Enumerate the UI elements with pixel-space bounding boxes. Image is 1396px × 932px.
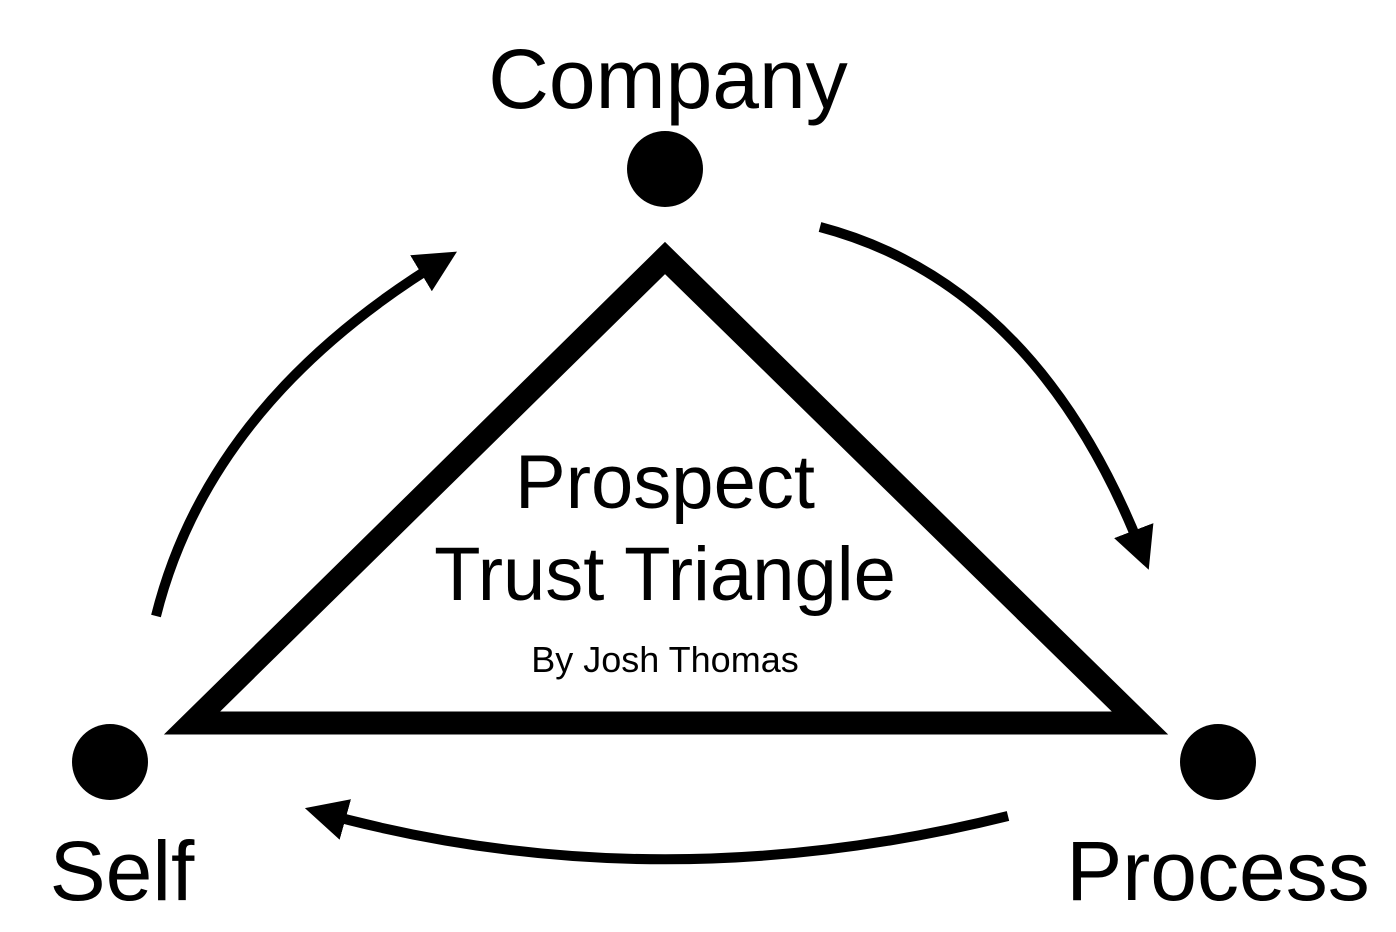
self-vertex-dot [72,724,148,800]
company-label: Company [488,32,848,126]
diagram-byline: By Josh Thomas [531,639,798,680]
arrow-company-to-process [818,222,1154,570]
arrow-process-to-self [304,799,1010,865]
triangle-outline [163,241,1169,735]
process-vertex-dot [1180,724,1256,800]
process-label: Process [1066,824,1369,918]
diagram-title-line2: Trust Triangle [434,532,896,617]
company-vertex-dot [627,131,703,207]
arrow-self-to-company [151,251,457,618]
diagram-title-line1: Prospect [515,440,815,525]
self-label: Self [50,824,195,918]
